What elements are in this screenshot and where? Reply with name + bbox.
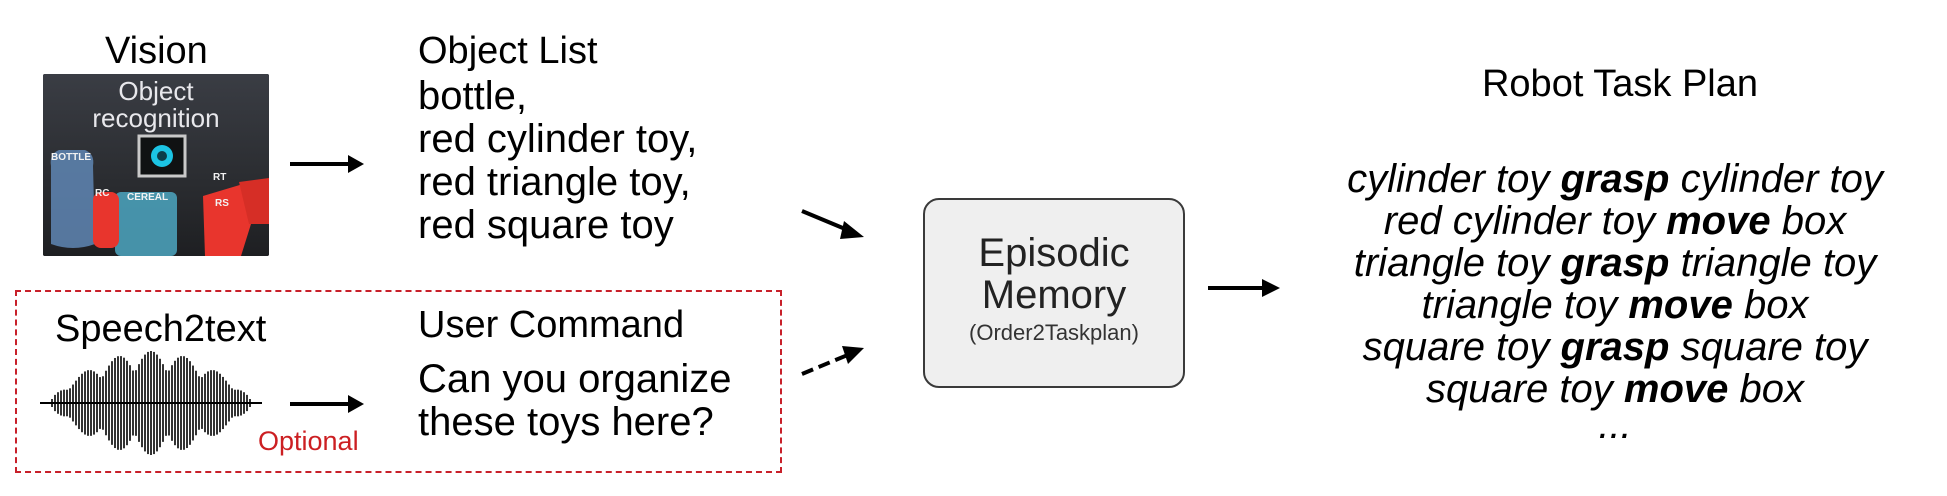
arrow-vision-to-list xyxy=(290,155,364,173)
arrow-memory-to-plan xyxy=(1208,279,1280,297)
optional-label: Optional xyxy=(258,426,359,456)
waveform-icon xyxy=(40,351,262,455)
plan-ellipsis: ... xyxy=(1598,403,1632,447)
object-list: bottle, red cylinder toy, red triangle t… xyxy=(418,75,697,247)
arrow-command-to-memory xyxy=(801,346,864,376)
arrow-speech-to-command xyxy=(290,395,364,413)
label-rt: RT xyxy=(213,172,227,183)
plan-step: triangle toy move box xyxy=(1421,283,1809,327)
plan-title: Robot Task Plan xyxy=(1481,63,1759,105)
optional-region xyxy=(15,290,782,473)
arrow-list-to-memory xyxy=(801,209,864,239)
vision-title: Vision xyxy=(105,30,208,72)
user-command-text: Can you organize these toys here? xyxy=(418,357,732,444)
speech-title: Speech2text xyxy=(55,308,267,350)
episodic-memory-box: Episodic Memory (Order2Taskplan) xyxy=(923,198,1185,388)
vision-caption: Object recognition xyxy=(92,76,220,133)
plan-step: square toy grasp square toy xyxy=(1362,325,1868,369)
user-command-title: User Command xyxy=(418,304,685,346)
vision-scene xyxy=(50,134,269,256)
plan-step: triangle toy grasp triangle toy xyxy=(1353,241,1877,285)
label-rc: RC xyxy=(95,188,110,199)
label-bottle: BOTTLE xyxy=(51,152,91,163)
plan-step: square toy move box xyxy=(1426,367,1804,411)
object-item: bottle, xyxy=(418,74,527,118)
object-list-title: Object List xyxy=(418,30,598,72)
plan-steps: cylinder toy grasp cylinder toy red cyli… xyxy=(1310,157,1920,447)
plan-step: red cylinder toy move box xyxy=(1383,199,1847,243)
memory-subtitle: (Order2Taskplan) xyxy=(969,320,1139,345)
object-item: red cylinder toy, xyxy=(418,117,698,161)
object-item: red square toy xyxy=(418,203,674,247)
memory-title: Episodic Memory xyxy=(978,231,1130,317)
label-cereal: CEREAL xyxy=(127,192,169,203)
object-item: red triangle toy, xyxy=(418,160,691,204)
vision-image: Object recognition BOTTLE RC CEREAL RT R… xyxy=(43,74,269,256)
plan-step: cylinder toy grasp cylinder toy xyxy=(1347,157,1883,201)
label-rs: RS xyxy=(215,198,229,209)
